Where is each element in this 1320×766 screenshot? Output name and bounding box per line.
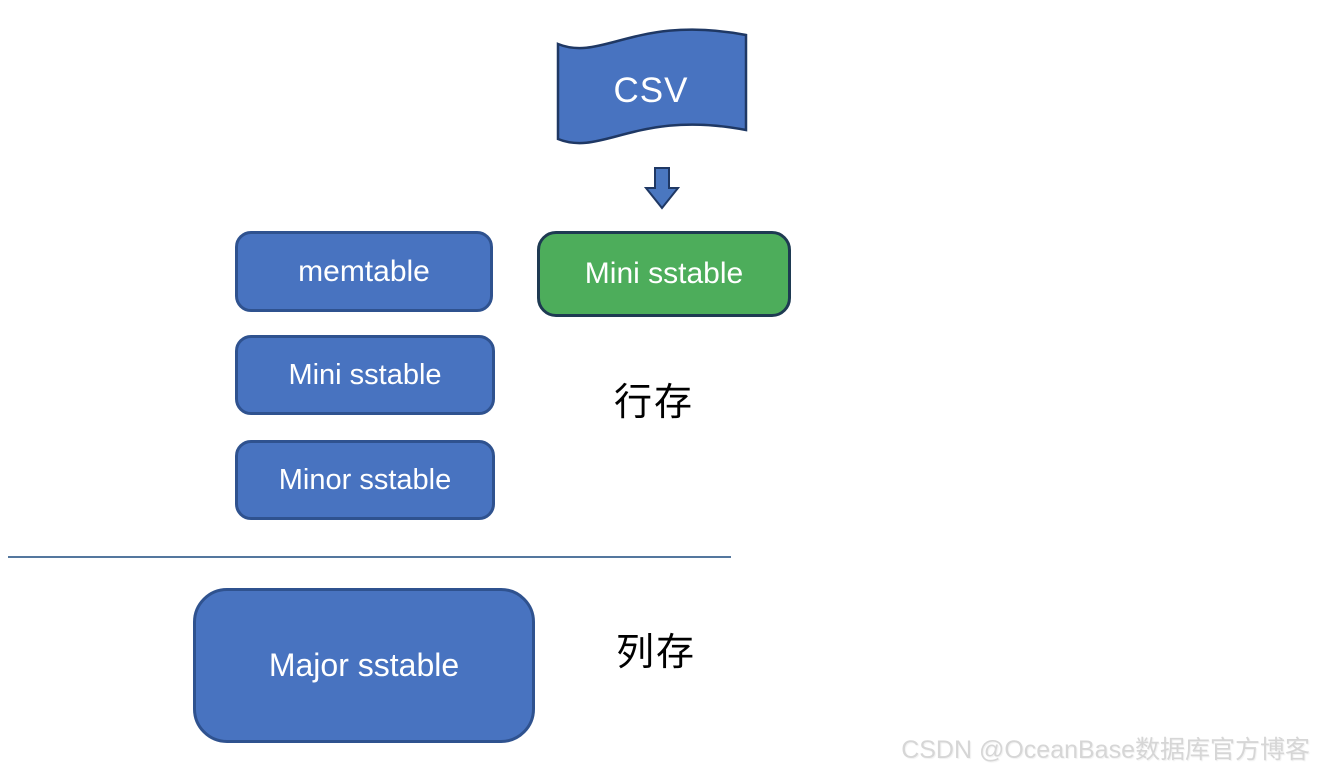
memtable-label: memtable (298, 254, 430, 288)
csv-label: CSV (613, 71, 689, 110)
csv-file-node: CSV (552, 24, 750, 146)
row-store-label: 行存 (613, 382, 694, 424)
mini-sstable-green-label: Mini sstable (584, 257, 744, 290)
watermark-text: CSDN @OceanBase数据库官方博客 (901, 736, 1310, 764)
minor-sstable-label: Minor sstable (278, 463, 452, 496)
mini-sstable-node: Mini sstable (235, 335, 495, 415)
minor-sstable-node: Minor sstable (235, 440, 495, 520)
wave-banner-shape (556, 28, 748, 145)
major-sstable-label: Major sstable (268, 647, 460, 683)
memtable-node: memtable (235, 231, 493, 312)
section-divider (8, 556, 731, 558)
major-sstable-node: Major sstable (193, 588, 535, 743)
down-arrow-icon (643, 167, 681, 210)
mini-sstable-green-node: Mini sstable (537, 231, 791, 317)
column-store-label: 列存 (615, 632, 696, 674)
mini-sstable-label: Mini sstable (288, 358, 442, 391)
